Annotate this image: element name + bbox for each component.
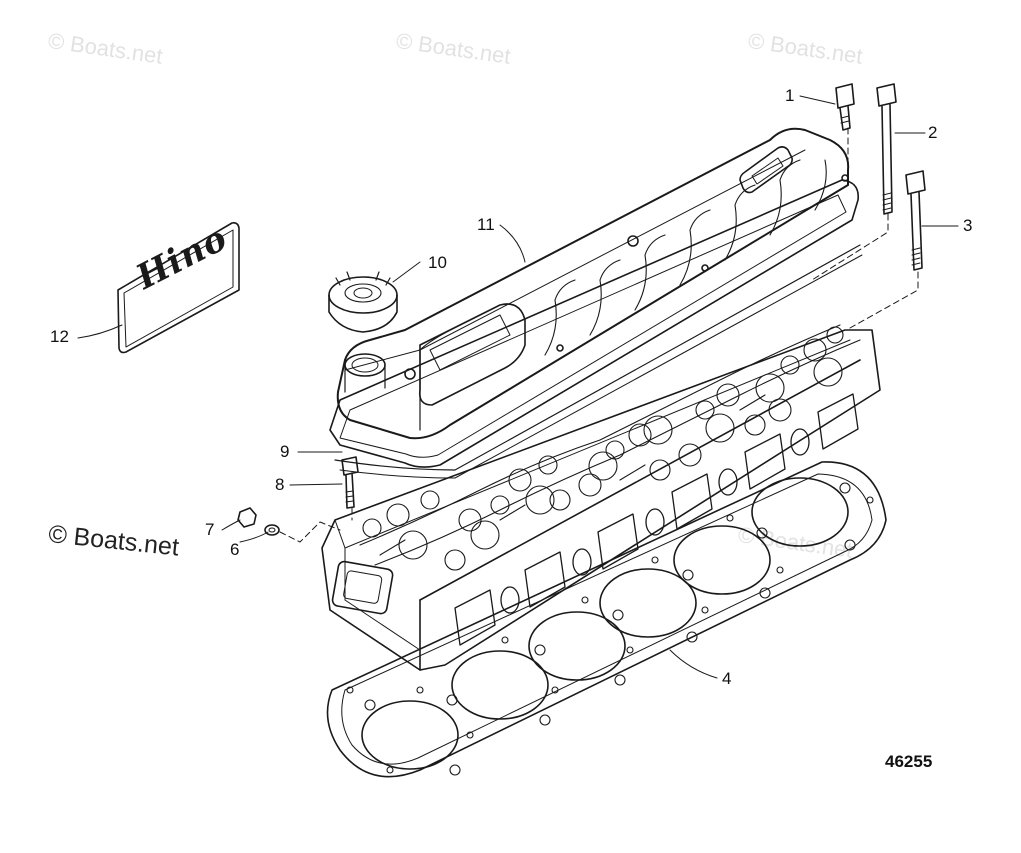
callout-4: 4 bbox=[722, 669, 732, 688]
leader-lines bbox=[77, 95, 959, 679]
callout-3: 3 bbox=[963, 216, 973, 235]
oil-filler-cap bbox=[328, 271, 398, 333]
bolt-3 bbox=[905, 170, 926, 271]
callout-9: 9 bbox=[280, 442, 290, 461]
bolt-2 bbox=[876, 83, 897, 215]
plug-7 bbox=[237, 507, 257, 528]
bolt-1 bbox=[835, 83, 855, 131]
bolt-8 bbox=[341, 456, 359, 509]
callout-1: 1 bbox=[785, 86, 795, 105]
cylinder-head bbox=[321, 324, 881, 671]
washer-6 bbox=[264, 524, 280, 536]
callout-2: 2 bbox=[928, 123, 938, 142]
figure-number: 46255 bbox=[885, 752, 933, 771]
callout-7: 7 bbox=[205, 520, 215, 539]
callout-6: 6 bbox=[230, 540, 240, 559]
callout-11: 11 bbox=[477, 215, 495, 234]
callout-10: 10 bbox=[428, 253, 447, 272]
head-gasket bbox=[326, 461, 887, 778]
logo-plate bbox=[117, 222, 240, 354]
rocker-cover bbox=[336, 127, 850, 440]
callout-12: 12 bbox=[50, 327, 69, 346]
callout-8: 8 bbox=[275, 475, 285, 494]
